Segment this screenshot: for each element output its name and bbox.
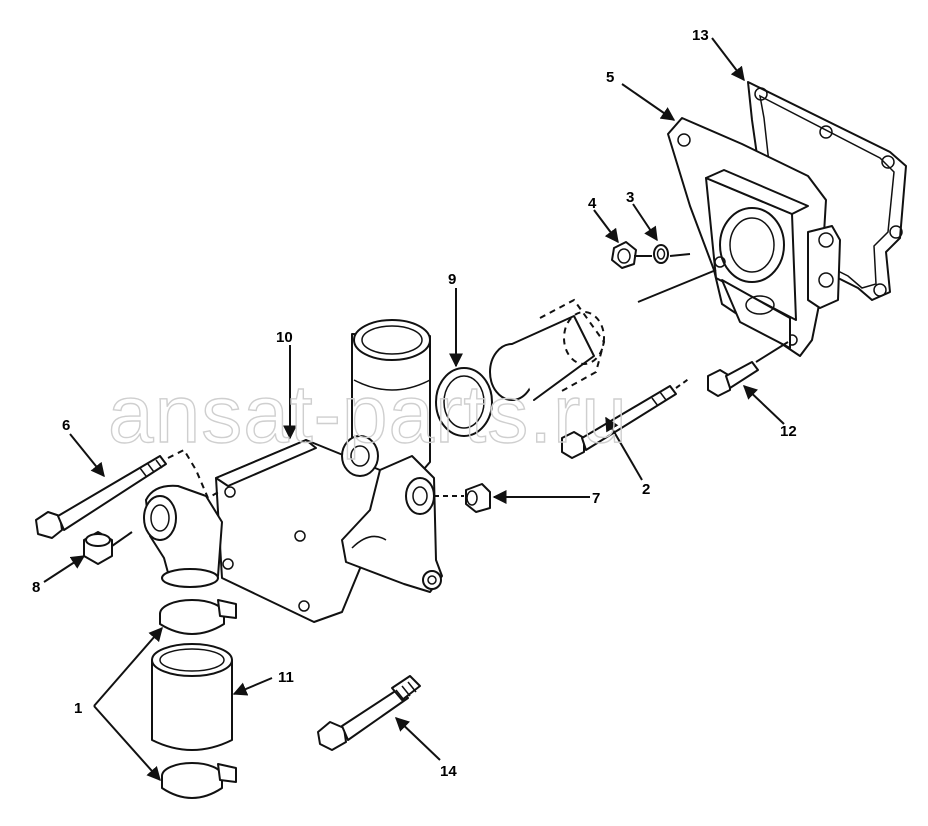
callout-10: 10: [276, 329, 293, 346]
part-2-bolt: [561, 385, 677, 459]
callout-13: 13: [692, 27, 709, 44]
part-4-plug: [611, 241, 637, 269]
callout-9: 9: [448, 271, 456, 288]
callout-6: 6: [62, 417, 70, 434]
part-3-o-ring: [653, 244, 669, 264]
part-12-bolt: [707, 361, 759, 397]
callout-11: 11: [278, 669, 294, 686]
callout-leaders: [43, 37, 785, 782]
part-9-seal-ring: [435, 367, 493, 437]
callout-14: 14: [440, 763, 457, 780]
part-6-bolt: [35, 455, 167, 539]
callout-8: 8: [32, 579, 40, 596]
part-11-hose: [151, 643, 233, 751]
part-8-spacer: [83, 531, 113, 565]
assembly-line-2: [675, 377, 691, 389]
callout-12: 12: [780, 423, 797, 440]
thermostat-cylinder: [489, 298, 606, 401]
callout-3: 3: [626, 189, 634, 206]
assembly-line-12: [755, 341, 789, 363]
part-1-clamp-lower: [161, 762, 237, 799]
assembly-line-6: [167, 448, 223, 500]
callout-5: 5: [606, 69, 614, 86]
callout-7: 7: [592, 490, 600, 507]
assembly-line-3-4: [634, 253, 691, 257]
callout-2: 2: [642, 481, 650, 498]
part-7-plug: [465, 483, 491, 513]
part-14-sensor: [317, 675, 421, 751]
part-10-outlet-body: [143, 319, 443, 623]
assembly-line-housing: [637, 269, 717, 303]
assembly-line-8: [111, 531, 133, 547]
watermark-text: ansat-parts.ru: [108, 369, 628, 460]
callout-4: 4: [588, 195, 597, 212]
part-5-thermostat-housing: [667, 117, 841, 357]
part-1-clamp-upper: [159, 599, 237, 635]
callout-1: 1: [74, 700, 82, 717]
